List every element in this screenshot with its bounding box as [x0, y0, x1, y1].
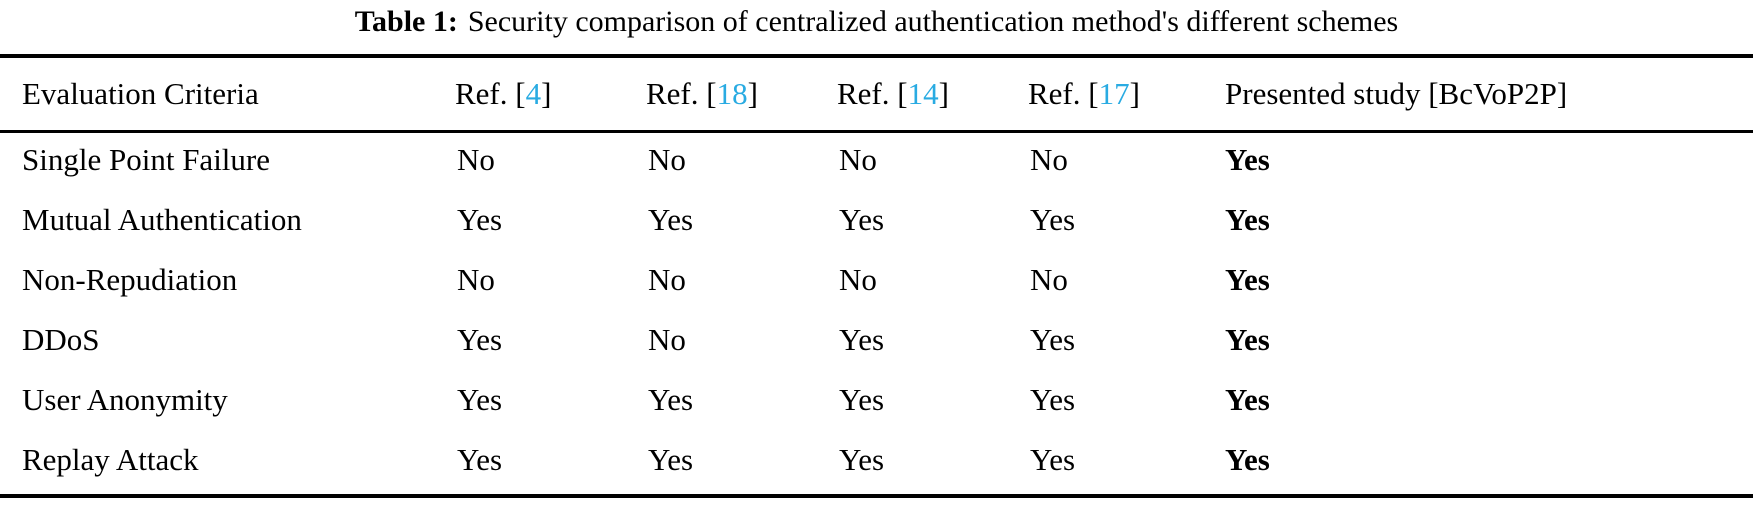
row-label-single-point-failure: Single Point Failure	[22, 142, 270, 177]
cell-single-point-failure-ref-14: No	[839, 142, 877, 177]
row-label-non-repudiation: Non-Repudiation	[22, 262, 238, 297]
bracket-open: [	[706, 76, 717, 111]
cell-single-point-failure-ref-18: No	[648, 142, 686, 177]
bracket-close: ]	[747, 76, 758, 111]
reference-number-4[interactable]: 4	[525, 76, 542, 111]
row-label-mutual-authentication: Mutual Authentication	[22, 202, 302, 237]
column-header-criteria: Evaluation Criteria	[22, 76, 259, 111]
reference-number-14[interactable]: 14	[907, 76, 939, 111]
column-header-ref-17: Ref. [17]	[1028, 58, 1219, 130]
column-header-ref-4: Ref. [4]	[455, 58, 646, 130]
table-header: Evaluation Criteria Ref. [4] Ref. [18] R…	[0, 58, 1753, 130]
table-row: User Anonymity Yes Yes Yes Yes Yes	[0, 370, 1753, 430]
table-top-rule	[0, 54, 1753, 58]
cell-non-repudiation-ref-4: No	[457, 262, 495, 297]
cell-user-anonymity-ref-17: Yes	[1030, 382, 1076, 417]
table-row: Non-Repudiation No No No No Yes	[0, 250, 1753, 310]
cell-user-anonymity-ref-14: Yes	[839, 382, 885, 417]
table-row: Single Point Failure No No No No Yes	[0, 130, 1753, 190]
cell-replay-attack-ref-17: Yes	[1030, 442, 1076, 477]
column-header-ref-14: Ref. [14]	[837, 58, 1028, 130]
column-header-ref-18: Ref. [18]	[646, 58, 837, 130]
cell-user-anonymity-study: Yes	[1225, 382, 1270, 417]
ref-label: Ref.	[646, 76, 699, 111]
cell-ddos-ref-18: No	[648, 322, 686, 357]
cell-mutual-authentication-ref-4: Yes	[457, 202, 503, 237]
cell-ddos-ref-14: Yes	[839, 322, 885, 357]
cell-replay-attack-ref-4: Yes	[457, 442, 503, 477]
table-bottom-rule	[0, 494, 1753, 498]
bracket-open: [	[897, 76, 908, 111]
table-caption: Table 1: Security comparison of centraliz…	[0, 2, 1753, 42]
cell-replay-attack-ref-18: Yes	[648, 442, 694, 477]
comparison-table: Evaluation Criteria Ref. [4] Ref. [18] R…	[0, 58, 1753, 490]
cell-mutual-authentication-ref-18: Yes	[648, 202, 694, 237]
cell-user-anonymity-ref-18: Yes	[648, 382, 694, 417]
row-label-replay-attack: Replay Attack	[22, 442, 199, 477]
cell-single-point-failure-study: Yes	[1225, 142, 1270, 177]
cell-single-point-failure-ref-17: No	[1030, 142, 1068, 177]
cell-non-repudiation-study: Yes	[1225, 262, 1270, 297]
cell-ddos-study: Yes	[1225, 322, 1270, 357]
cell-ddos-ref-4: Yes	[457, 322, 503, 357]
table-row: DDoS Yes No Yes Yes Yes	[0, 310, 1753, 370]
cell-non-repudiation-ref-14: No	[839, 262, 877, 297]
bracket-close: ]	[541, 76, 552, 111]
ref-label: Ref.	[1028, 76, 1081, 111]
ref-label: Ref.	[455, 76, 508, 111]
table-row: Replay Attack Yes Yes Yes Yes Yes	[0, 430, 1753, 490]
reference-number-18[interactable]: 18	[716, 76, 748, 111]
cell-replay-attack-study: Yes	[1225, 442, 1270, 477]
cell-user-anonymity-ref-4: Yes	[457, 382, 503, 417]
bracket-close: ]	[938, 76, 949, 111]
table-body: Single Point Failure No No No No Yes Mut…	[0, 130, 1753, 490]
ref-label: Ref.	[837, 76, 890, 111]
table-row: Mutual Authentication Yes Yes Yes Yes Ye…	[0, 190, 1753, 250]
cell-single-point-failure-ref-4: No	[457, 142, 495, 177]
table-header-rule	[0, 130, 1753, 133]
caption-label: Table 1:	[354, 5, 458, 38]
row-label-user-anonymity: User Anonymity	[22, 382, 228, 417]
row-label-ddos: DDoS	[22, 322, 100, 357]
cell-ddos-ref-17: Yes	[1030, 322, 1076, 357]
bracket-open: [	[515, 76, 526, 111]
cell-mutual-authentication-study: Yes	[1225, 202, 1270, 237]
column-header-presented-study: Presented study [BcVoP2P]	[1225, 76, 1568, 111]
caption-text: Security comparison of centralized authe…	[467, 5, 1399, 38]
cell-non-repudiation-ref-18: No	[648, 262, 686, 297]
bracket-close: ]	[1129, 76, 1140, 111]
header-row: Evaluation Criteria Ref. [4] Ref. [18] R…	[0, 58, 1753, 130]
bracket-open: [	[1088, 76, 1099, 111]
cell-non-repudiation-ref-17: No	[1030, 262, 1068, 297]
cell-mutual-authentication-ref-14: Yes	[839, 202, 885, 237]
cell-replay-attack-ref-14: Yes	[839, 442, 885, 477]
cell-mutual-authentication-ref-17: Yes	[1030, 202, 1076, 237]
reference-number-17[interactable]: 17	[1098, 76, 1130, 111]
